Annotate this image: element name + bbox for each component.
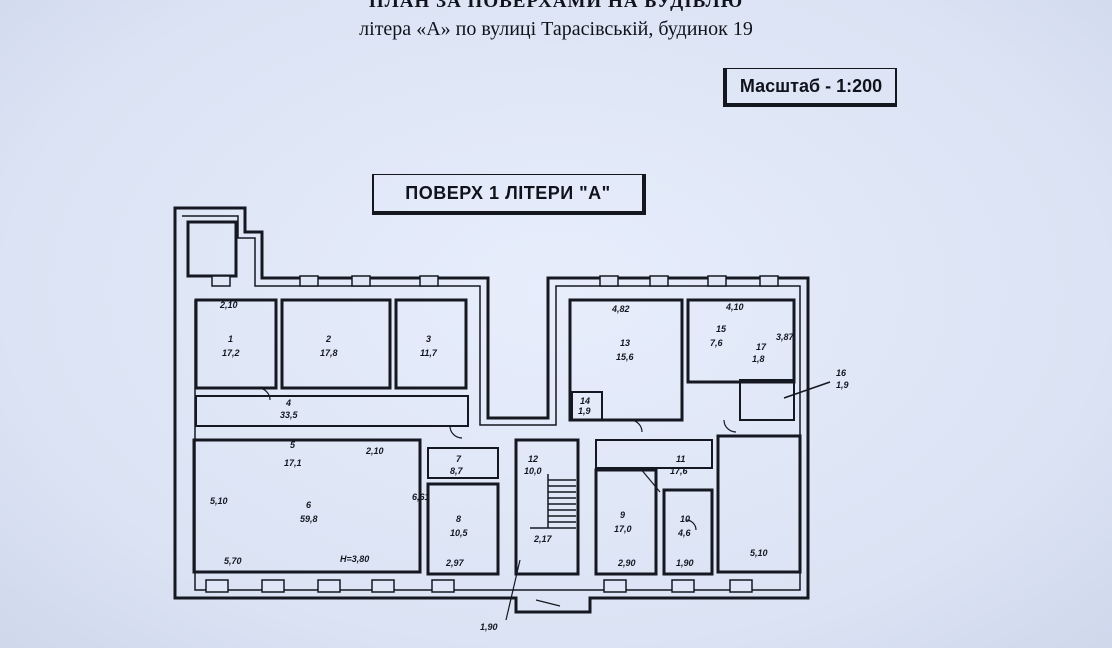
stair-hall <box>514 438 580 576</box>
room-12 <box>716 434 802 574</box>
dimension-label: 2,17 <box>533 534 553 544</box>
room-2 <box>280 298 392 390</box>
dimension-label: 2,10 <box>365 446 384 456</box>
ceiling-height-label: H=3,80 <box>340 554 369 564</box>
room-area-11: 17,6 <box>670 466 689 476</box>
dimension-label: 4,82 <box>611 304 630 314</box>
staircase <box>530 474 576 529</box>
room-area-5: 17,1 <box>284 458 302 468</box>
room-label-14: 14 <box>580 396 590 406</box>
room-label-2: 2 <box>325 334 331 344</box>
room-label-12: 12 <box>528 454 538 464</box>
room-8 <box>426 482 500 576</box>
room-label-17: 17 <box>756 342 767 352</box>
floor-stamp: ПОВЕРХ 1 ЛІТЕРИ "А" <box>372 174 646 215</box>
door-swings <box>257 387 737 621</box>
dimension-label: 4,10 <box>725 302 744 312</box>
room-9 <box>594 468 658 576</box>
room-17 <box>739 379 795 421</box>
dimension-labels: 2,10 4,10 4,82 2,10 5,70 2,97 2,17 2,90 … <box>210 300 795 632</box>
room-label-5: 5 <box>290 440 296 450</box>
room-label-1: 1 <box>228 334 233 344</box>
dimension-label: 5,70 <box>224 556 242 566</box>
room-area-2: 17,8 <box>320 348 338 358</box>
outer-wall <box>173 206 810 614</box>
room-label-16: 16 <box>836 368 847 378</box>
room-5-corridor <box>195 395 469 427</box>
room-1 <box>194 298 278 390</box>
room-area-12: 10,0 <box>524 466 542 476</box>
room-label-11: 11 <box>676 454 685 464</box>
room-6 <box>192 438 422 574</box>
document-title: ПЛАН ЗА ПОВЕРХАМИ НА БУДІВЛЮ <box>368 0 744 12</box>
room-11 <box>595 439 713 469</box>
room-area-9: 17,0 <box>614 524 632 534</box>
room-label-6: 6 <box>306 500 312 510</box>
dimension-label: 5,10 <box>750 548 768 558</box>
windows <box>205 275 779 593</box>
dimension-label: 1,90 <box>676 558 694 568</box>
dimension-label: 3,87 <box>776 332 795 342</box>
room-area-13: 15,6 <box>616 352 635 362</box>
room-14 <box>571 391 603 421</box>
room-3 <box>394 298 468 390</box>
dimension-label: 5,10 <box>210 496 228 506</box>
room-area-1: 17,2 <box>222 348 240 358</box>
room-area-6: 59,8 <box>300 514 318 524</box>
room-area-16: 1,9 <box>836 380 849 390</box>
room-label-7: 7 <box>456 454 462 464</box>
inner-wall-line <box>182 215 801 591</box>
leader-line-16 <box>783 381 831 399</box>
room-area-10: 4,6 <box>677 528 692 538</box>
room-labels: 1 17,2 2 17,8 3 11,7 4 33,5 5 17,1 6 59,… <box>222 324 849 564</box>
dimension-label: 6,61 <box>412 492 430 502</box>
room-label-4: 4 <box>285 398 291 408</box>
dimension-label: 1,90 <box>480 622 498 632</box>
dimension-label: 2,10 <box>219 300 238 310</box>
room-10 <box>662 488 714 576</box>
room-area-3: 11,7 <box>420 348 438 358</box>
room-13 <box>568 298 684 422</box>
dimension-label: 2,97 <box>445 558 465 568</box>
room-label-13: 13 <box>620 338 630 348</box>
room-label-10: 10 <box>680 514 690 524</box>
scale-stamp: Масштаб - 1:200 <box>723 68 897 107</box>
room-label-8: 8 <box>456 514 461 524</box>
room-label-15: 15 <box>716 324 727 334</box>
dimension-label: 2,90 <box>617 558 636 568</box>
room-label-9: 9 <box>620 510 625 520</box>
document-subtitle: літера «А» по вулиці Тарасівській, будин… <box>359 18 753 40</box>
room-area-14: 1,9 <box>578 406 591 416</box>
room-area-7: 8,7 <box>450 466 464 476</box>
room-7 <box>427 447 499 479</box>
room-area-17: 1,8 <box>752 354 765 364</box>
room-area-8: 10,5 <box>450 528 469 538</box>
room-area-15: 7,6 <box>710 338 724 348</box>
room-area-4: 33,5 <box>280 410 299 420</box>
room-label-3: 3 <box>426 334 431 344</box>
room-16 <box>186 220 238 278</box>
